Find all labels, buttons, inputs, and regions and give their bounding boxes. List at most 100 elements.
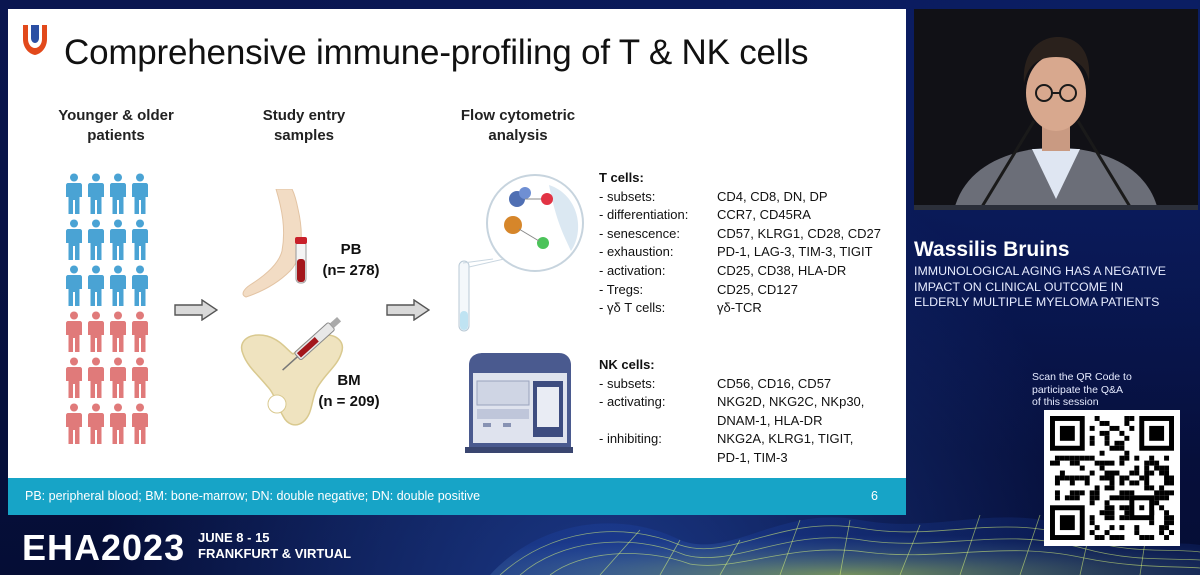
page-number: 6 — [871, 489, 878, 503]
marker-list: NKG2A, KLRG1, TIGIT, — [717, 431, 854, 447]
marker-list: DNAM-1, HLA-DR — [717, 412, 823, 428]
talk-title-line: IMPACT ON CLINICAL OUTCOME IN — [914, 279, 1124, 294]
pb-label: PB — [340, 241, 362, 258]
speaker-name: Wassilis Bruins — [914, 238, 1070, 261]
person-icon — [132, 403, 148, 444]
bm-sample-label: BM (n = 209) — [312, 370, 386, 412]
marker-row: - activating: NKG2D, NKG2C, NKp30, — [599, 393, 864, 412]
qr-code-icon[interactable] — [1044, 410, 1180, 546]
qr-instruction-line: of this session — [1032, 396, 1099, 408]
eha-brand: EHA2023 — [22, 527, 186, 568]
footnote: PB: peripheral blood; BM: bone-marrow; D… — [25, 489, 481, 503]
column-header-analysis: Flow cytometric analysis — [450, 106, 586, 146]
qr-code-pattern — [1050, 416, 1174, 540]
person-icon — [110, 173, 126, 214]
eha-logo-icon — [23, 25, 47, 55]
t-cells-title: T cells: — [599, 170, 644, 185]
person-icon — [132, 311, 148, 352]
person-icon — [88, 403, 104, 444]
marker-row: DNAM-1, HLA-DR — [599, 412, 864, 431]
person-icon — [66, 219, 82, 260]
pb-count: (n= 278) — [322, 262, 380, 279]
arm-blood-tube-icon — [242, 189, 307, 298]
speaker-figure — [914, 9, 1198, 210]
marker-row: PD-1, TIM-3 — [599, 449, 864, 468]
person-icon — [88, 311, 104, 352]
qr-instructions: Scan the QR Code to participate the Q&A … — [1032, 371, 1172, 409]
talk-title-line: IMMUNOLOGICAL AGING HAS A NEGATIVE — [914, 264, 1166, 278]
marker-row: - Tregs: CD25, CD127 — [599, 281, 881, 300]
marker-row: - subsets: CD56, CD16, CD57 — [599, 375, 864, 394]
bm-label: BM — [337, 372, 361, 389]
column-header-line: Flow cytometric — [460, 107, 576, 124]
person-icon — [110, 311, 126, 352]
nk-cells-rows: - subsets: CD56, CD16, CD57 - activating: N… — [599, 375, 864, 468]
column-header-samples: Study entry samples — [240, 106, 368, 146]
nk-cells-panel: NK cells: - subsets: CD56, CD16, CD57 - ac… — [599, 356, 864, 468]
person-icon — [132, 219, 148, 260]
marker-category: - senescence: — [599, 225, 680, 241]
event-location: FRANKFURT & VIRTUAL — [198, 546, 352, 561]
marker-category — [599, 449, 717, 468]
marker-category: - Tregs: — [599, 281, 644, 297]
t-cells-panel: T cells: - subsets: CD4, CD8, DN, DP - dif… — [599, 169, 881, 318]
marker-list: NKG2D, NKG2C, NKp30, — [717, 394, 865, 410]
nk-cells-title: NK cells: — [599, 357, 655, 372]
person-icon — [66, 173, 82, 214]
person-icon — [132, 357, 148, 398]
marker-category: - γδ T cells: — [599, 300, 666, 316]
marker-row: - differentiation:CCR7, CD45RA — [599, 206, 881, 225]
column-header-line: analysis — [488, 127, 548, 144]
marker-row: - senescence: CD57, KLRG1, CD28, CD27 — [599, 225, 881, 244]
person-icon — [88, 357, 104, 398]
flow-cytometer-icon — [465, 353, 573, 453]
event-info: JUNE 8 - 15 FRANKFURT & VIRTUAL — [198, 530, 351, 562]
event-dates: JUNE 8 - 15 — [198, 530, 270, 545]
marker-list: CD25, CD127 — [717, 281, 798, 297]
marker-category — [599, 412, 717, 431]
pelvis-syringe-icon — [240, 316, 344, 426]
person-icon — [66, 403, 82, 444]
qr-instruction-line: Scan the QR Code to — [1032, 371, 1132, 383]
slide-title: Comprehensive immune-profiling of T & NK… — [64, 33, 809, 72]
talk-title: IMMUNOLOGICAL AGING HAS A NEGATIVE IMPAC… — [914, 264, 1198, 311]
marker-list: CD56, CD16, CD57 — [717, 375, 832, 391]
marker-category: - differentiation: — [599, 207, 689, 223]
person-icon — [110, 265, 126, 306]
marker-row: - inhibiting: NKG2A, KLRG1, TIGIT, — [599, 430, 864, 449]
marker-list: γδ-TCR — [717, 300, 762, 316]
cell-lens-icon — [458, 174, 584, 332]
column-header-line: patients — [87, 127, 145, 144]
marker-list: CD57, KLRG1, CD28, CD27 — [717, 225, 882, 241]
column-header-line: Study entry — [262, 107, 346, 124]
marker-category: - activating: — [599, 394, 666, 410]
person-icon — [66, 311, 82, 352]
speaker-video — [914, 9, 1198, 210]
arrow-right-icon — [174, 299, 218, 321]
pb-sample-label: PB (n= 278) — [320, 239, 382, 281]
person-icon — [110, 357, 126, 398]
marker-category: - activation: — [599, 262, 666, 278]
person-icon — [110, 403, 126, 444]
marker-row: - activation:CD25, CD38, HLA-DR — [599, 262, 881, 281]
marker-row: - exhaustion:PD-1, LAG-3, TIM-3, TIGIT — [599, 243, 881, 262]
bm-count: (n = 209) — [318, 393, 380, 410]
person-icon — [88, 219, 104, 260]
arrow-right-icon — [386, 299, 430, 321]
marker-list: PD-1, TIM-3 — [717, 449, 788, 465]
t-cells-rows: - subsets: CD4, CD8, DN, DP - differentiat… — [599, 188, 881, 318]
marker-row: - subsets: CD4, CD8, DN, DP — [599, 188, 881, 207]
marker-category: - subsets: — [599, 375, 656, 391]
presentation-slide: Comprehensive immune-profiling of T & NK… — [8, 9, 906, 515]
qr-instruction-line: participate the Q&A — [1032, 383, 1124, 396]
slide-footer-bar: PB: peripheral blood; BM: bone-marrow; D… — [8, 478, 906, 515]
person-icon — [132, 265, 148, 306]
marker-row: - γδ T cells: γδ-TCR — [599, 299, 881, 318]
person-icon — [66, 357, 82, 398]
talk-title-line: ELDERLY MULTIPLE MYELOMA PATIENTS — [914, 295, 1160, 309]
marker-list: CD4, CD8, DN, DP — [717, 188, 828, 204]
marker-category: - subsets: — [599, 188, 656, 204]
column-header-line: samples — [273, 127, 335, 144]
marker-category: - inhibiting: — [599, 431, 662, 447]
marker-list: PD-1, LAG-3, TIM-3, TIGIT — [717, 244, 873, 260]
